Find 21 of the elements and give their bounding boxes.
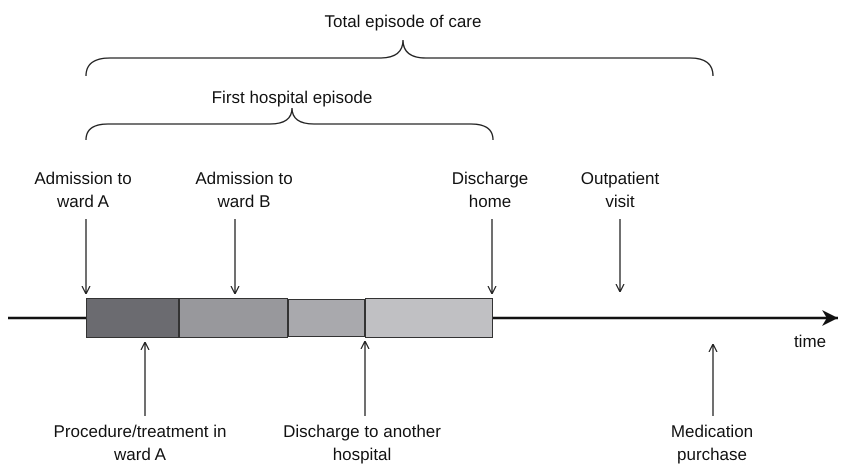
- event-label: Admission to ward B: [179, 167, 309, 213]
- event-label: Medication purchase: [637, 420, 787, 466]
- event-label: Discharge home: [435, 167, 545, 213]
- stay-bar: [365, 298, 493, 338]
- event-label: Procedure/treatment in ward A: [40, 420, 240, 466]
- arrow: [615, 219, 625, 293]
- axis-label: time: [792, 331, 828, 353]
- event-label: Admission to ward A: [18, 167, 148, 213]
- arrow: [708, 343, 718, 416]
- event-label: Discharge to another hospital: [280, 420, 444, 466]
- arrow: [230, 219, 240, 295]
- arrow: [487, 219, 497, 295]
- stay-bar: [179, 298, 288, 338]
- arrow: [81, 219, 91, 295]
- arrow: [140, 341, 150, 416]
- arrow: [360, 340, 370, 416]
- bracket-label: First hospital episode: [210, 87, 374, 109]
- bracket-label: Total episode of care: [324, 11, 482, 33]
- stay-bar: [288, 299, 365, 337]
- stay-bar: [86, 298, 179, 338]
- event-label: Outpatient visit: [570, 167, 670, 213]
